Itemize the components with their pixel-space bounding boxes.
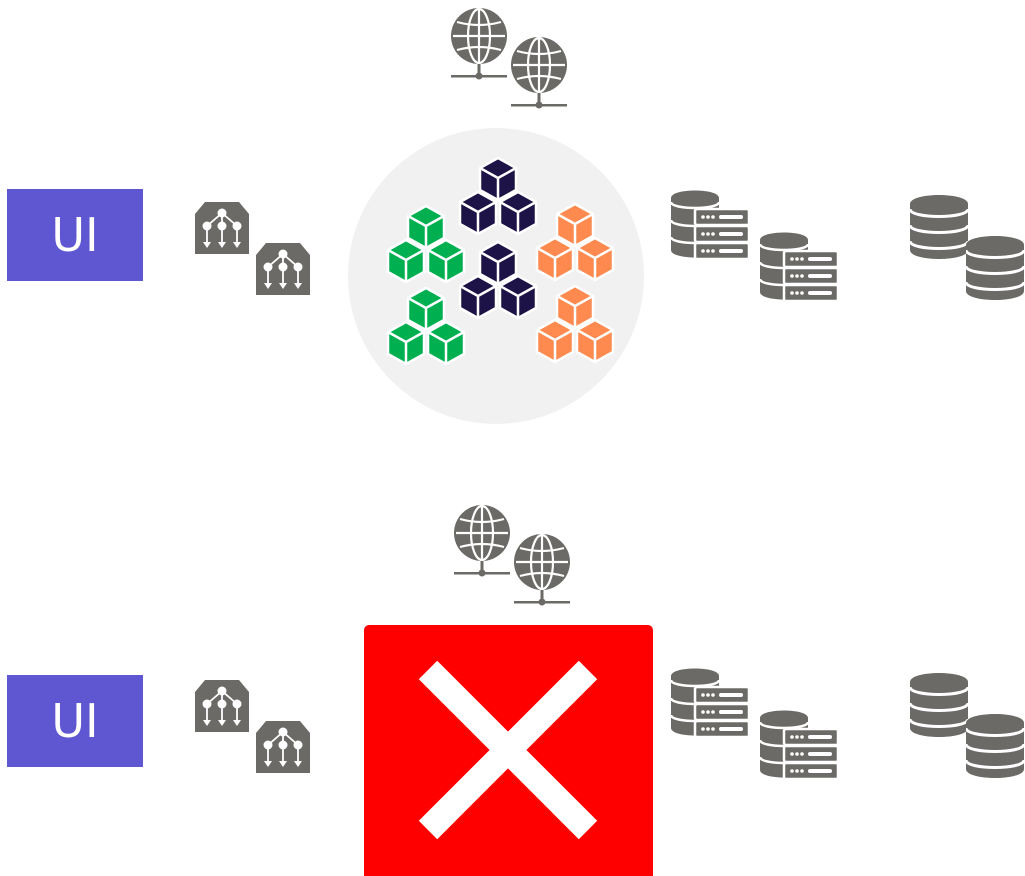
orange-blocks-icon — [535, 284, 615, 364]
globe-server-icon — [512, 532, 572, 608]
green-blocks-icon — [386, 286, 466, 366]
server-rack-icon — [671, 190, 749, 264]
close-icon — [418, 660, 598, 840]
ui-label: UI — [51, 208, 99, 262]
navy-blocks-icon — [458, 240, 538, 320]
server-rack-icon — [760, 232, 838, 306]
globe-server-icon — [452, 503, 512, 579]
globe-server-icon — [509, 35, 569, 111]
database-icon — [966, 236, 1024, 300]
database-icon — [910, 673, 968, 737]
globe-server-icon — [449, 6, 509, 82]
load-balancer-icon — [195, 680, 249, 732]
navy-blocks-icon — [458, 156, 538, 236]
orange-blocks-icon — [535, 202, 615, 282]
server-rack-icon — [671, 668, 749, 742]
database-icon — [910, 195, 968, 259]
database-icon — [966, 714, 1024, 778]
load-balancer-icon — [256, 243, 310, 295]
green-blocks-icon — [386, 204, 466, 284]
ui-label: UI — [51, 694, 99, 748]
ui-box: UI — [7, 675, 143, 767]
server-rack-icon — [760, 710, 838, 784]
load-balancer-icon — [256, 721, 310, 773]
ui-box: UI — [7, 189, 143, 281]
failure-box — [364, 625, 653, 876]
load-balancer-icon — [195, 202, 249, 254]
